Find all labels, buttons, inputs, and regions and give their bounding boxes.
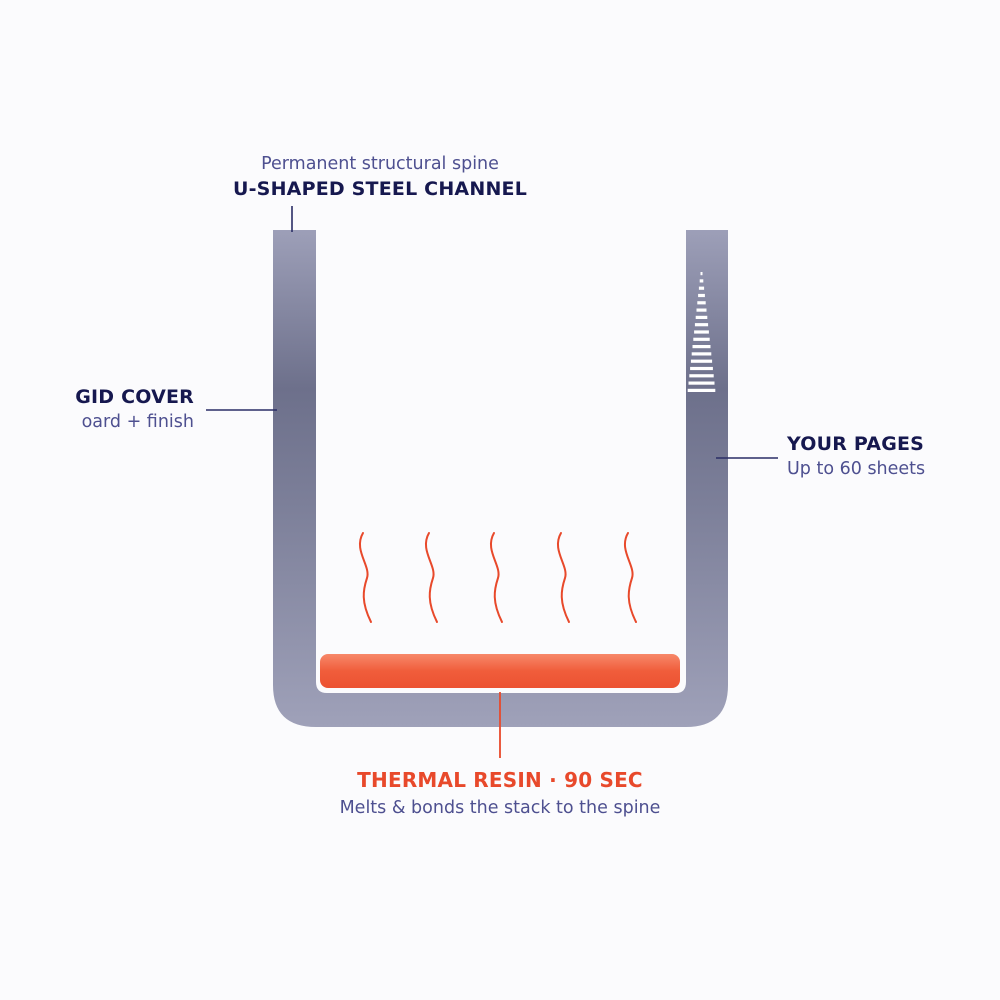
page-sheet [695, 315, 708, 319]
resin-subtitle: Melts & bonds the stack to the spine [339, 798, 661, 818]
page-sheet [694, 323, 709, 327]
resin-title: THERMAL RESIN · 90 SEC [357, 768, 643, 792]
heat-wave-line [489, 532, 503, 623]
channel-subtitle: Permanent structural spine [261, 154, 499, 174]
page-stack-sheets [687, 272, 716, 392]
page-sheet [690, 366, 713, 371]
page-sheet [691, 352, 712, 356]
cover-title: GID COVER [75, 386, 194, 408]
page-sheet [698, 286, 705, 290]
pages-title: YOUR PAGES [787, 433, 925, 455]
page-sheet [699, 279, 704, 283]
cover-subtitle: oard + finish [81, 412, 194, 432]
cover-label: GID COVER oard + finish [0, 386, 194, 432]
page-sheet [687, 388, 716, 392]
heat-wave-line [358, 532, 372, 623]
page-sheet [697, 301, 706, 305]
page-sheet [688, 381, 715, 385]
page-sheet [698, 293, 705, 298]
channel-title: U-SHAPED STEEL CHANNEL [232, 178, 528, 200]
page-sheet [696, 308, 707, 312]
page-sheet [692, 345, 711, 349]
page-sheet [694, 330, 709, 334]
pages-label: YOUR PAGES Up to 60 sheets [787, 433, 925, 479]
heat-wave-line [424, 532, 438, 623]
page-sheet [700, 272, 703, 276]
resin-label: THERMAL RESIN · 90 SEC Melts & bonds the… [0, 768, 1000, 818]
heat-wave-line [623, 532, 637, 623]
heat-waves [358, 532, 637, 623]
pages-subtitle: Up to 60 sheets [787, 459, 926, 479]
steel-channel [273, 230, 728, 727]
page-sheet [689, 374, 714, 378]
thermal-resin-strip [320, 654, 680, 688]
page-sheet [693, 337, 710, 341]
page-sheet [690, 359, 713, 363]
channel-label: Permanent structural spine U-SHAPED STEE… [0, 154, 760, 200]
heat-wave-line [556, 532, 570, 623]
